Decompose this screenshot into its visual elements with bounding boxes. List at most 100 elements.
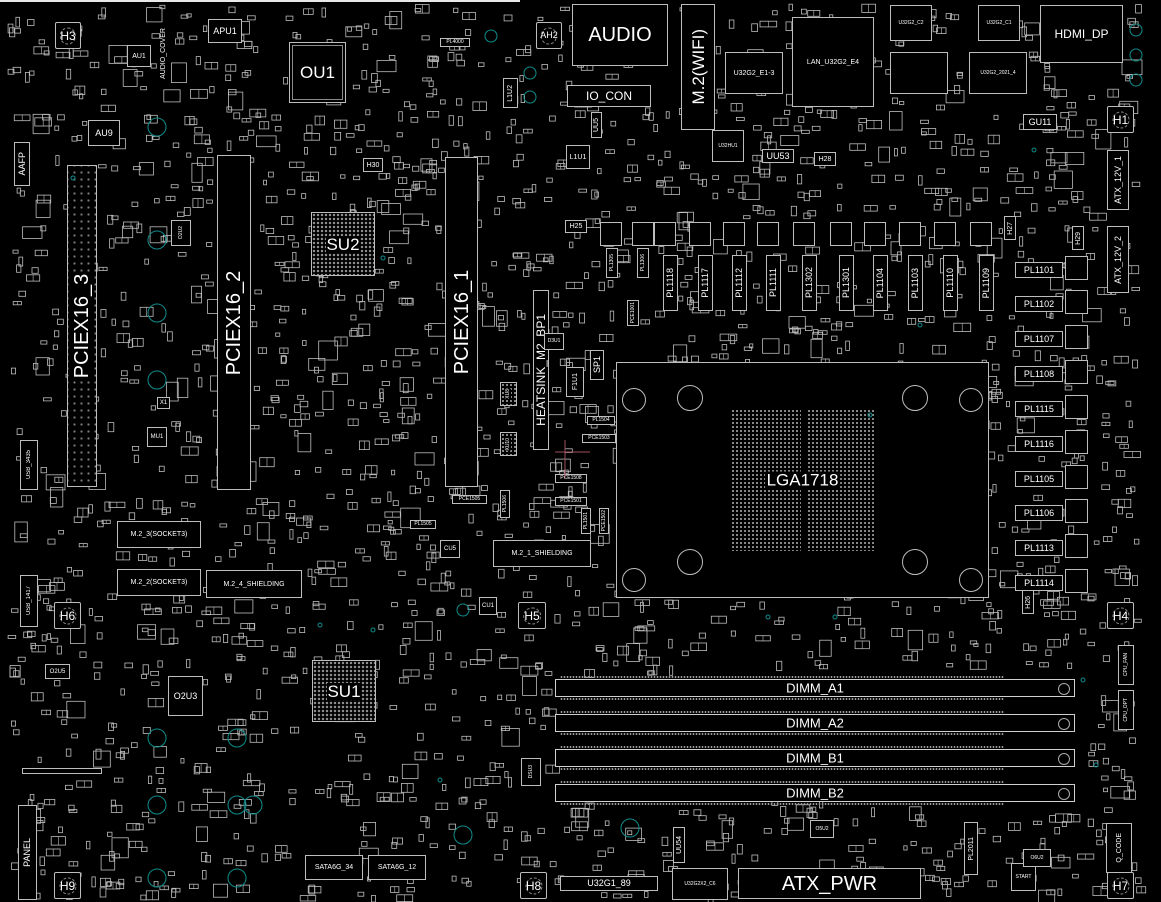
smd-pad	[65, 784, 73, 790]
smd-pad	[1083, 206, 1091, 213]
smd-pad	[141, 811, 150, 818]
smd-pad	[366, 197, 372, 209]
smd-pad	[57, 114, 65, 121]
smd-pad	[131, 201, 139, 207]
smd-pad	[1096, 829, 1102, 838]
smd-pad	[150, 63, 157, 69]
smd-pad	[271, 728, 279, 734]
smd-pad	[1106, 713, 1111, 721]
smd-pad	[144, 258, 149, 265]
smd-pad	[177, 211, 185, 218]
smd-pad	[122, 320, 130, 328]
smd-pad	[11, 608, 19, 613]
smd-pad	[94, 672, 101, 680]
smd-pad	[805, 106, 813, 113]
smd-pad	[111, 165, 119, 172]
smd-pad	[1043, 84, 1050, 91]
smd-pad	[727, 188, 734, 193]
smd-pad	[541, 64, 548, 70]
smd-pad	[596, 647, 604, 652]
smd-pad	[1112, 526, 1117, 533]
smd-pad	[597, 168, 602, 175]
smd-pad	[311, 576, 317, 585]
smd-pad	[244, 525, 251, 535]
mounting-via	[1129, 73, 1143, 87]
smd-pad	[260, 224, 265, 232]
smd-pad	[315, 467, 322, 473]
smd-pad	[381, 380, 391, 386]
smd-pad	[1065, 119, 1070, 130]
smd-pad	[731, 853, 736, 864]
smd-pad	[154, 198, 160, 204]
smd-pad	[350, 314, 357, 321]
smd-pad	[171, 62, 187, 84]
smd-pad	[801, 8, 807, 15]
smd-pad	[966, 202, 971, 211]
smd-pad	[198, 186, 204, 192]
smd-pad	[101, 88, 107, 95]
smd-pad	[26, 630, 36, 637]
smd-pad	[155, 767, 165, 774]
smd-pad	[1119, 565, 1127, 570]
smd-pad	[936, 168, 945, 174]
smd-pad	[358, 323, 371, 336]
smd-pad	[9, 27, 16, 38]
mounting-via	[453, 825, 473, 845]
smd-pad	[108, 722, 114, 731]
smd-pad	[457, 755, 464, 761]
smd-pad	[349, 784, 354, 795]
smd-pad	[721, 344, 728, 351]
smd-pad	[234, 599, 254, 614]
via	[867, 412, 873, 418]
smd-pad	[1071, 457, 1078, 465]
smd-pad	[407, 599, 416, 605]
smd-pad	[563, 322, 570, 328]
smd-pad	[289, 529, 294, 540]
smd-pad	[269, 547, 275, 554]
smd-pad	[40, 467, 47, 474]
smd-pad	[835, 321, 843, 327]
smd-pad	[193, 766, 200, 775]
smd-pad	[1017, 429, 1023, 434]
smd-pad	[45, 474, 66, 491]
smd-pad	[163, 89, 181, 103]
smd-pad	[1040, 837, 1046, 844]
smd-pad	[254, 289, 262, 295]
smd-pad	[285, 15, 294, 21]
smd-pad	[354, 733, 363, 738]
smd-pad	[505, 57, 512, 63]
via	[917, 322, 923, 328]
smd-pad	[899, 101, 905, 105]
smd-pad	[1088, 95, 1095, 100]
smd-pad	[1064, 151, 1085, 165]
smd-pad	[99, 887, 107, 898]
smd-pad	[436, 226, 442, 234]
smd-pad	[204, 139, 211, 145]
smd-pad	[678, 295, 684, 302]
smd-pad	[160, 628, 175, 645]
smd-pad	[781, 828, 789, 835]
smd-pad	[37, 756, 42, 763]
smd-pad	[451, 689, 457, 695]
smd-pad	[43, 397, 52, 402]
smd-pad	[549, 115, 556, 122]
smd-pad	[265, 227, 275, 234]
smd-pad	[453, 7, 459, 13]
smd-pad	[1058, 165, 1068, 170]
smd-pad	[279, 318, 287, 324]
smd-pad	[751, 23, 759, 32]
smd-pad	[185, 431, 192, 442]
smd-pad	[819, 639, 832, 657]
smd-pad	[315, 411, 324, 417]
smd-pad	[998, 228, 1003, 234]
smd-pad	[788, 316, 806, 329]
smd-pad	[516, 153, 524, 161]
smd-pad	[753, 283, 760, 289]
smd-pad	[246, 845, 254, 852]
smd-pad	[512, 197, 521, 205]
smd-pad	[664, 599, 673, 605]
smd-pad	[476, 649, 492, 662]
smd-pad	[978, 828, 986, 835]
smd-pad	[903, 845, 908, 851]
smd-pad	[58, 826, 63, 834]
